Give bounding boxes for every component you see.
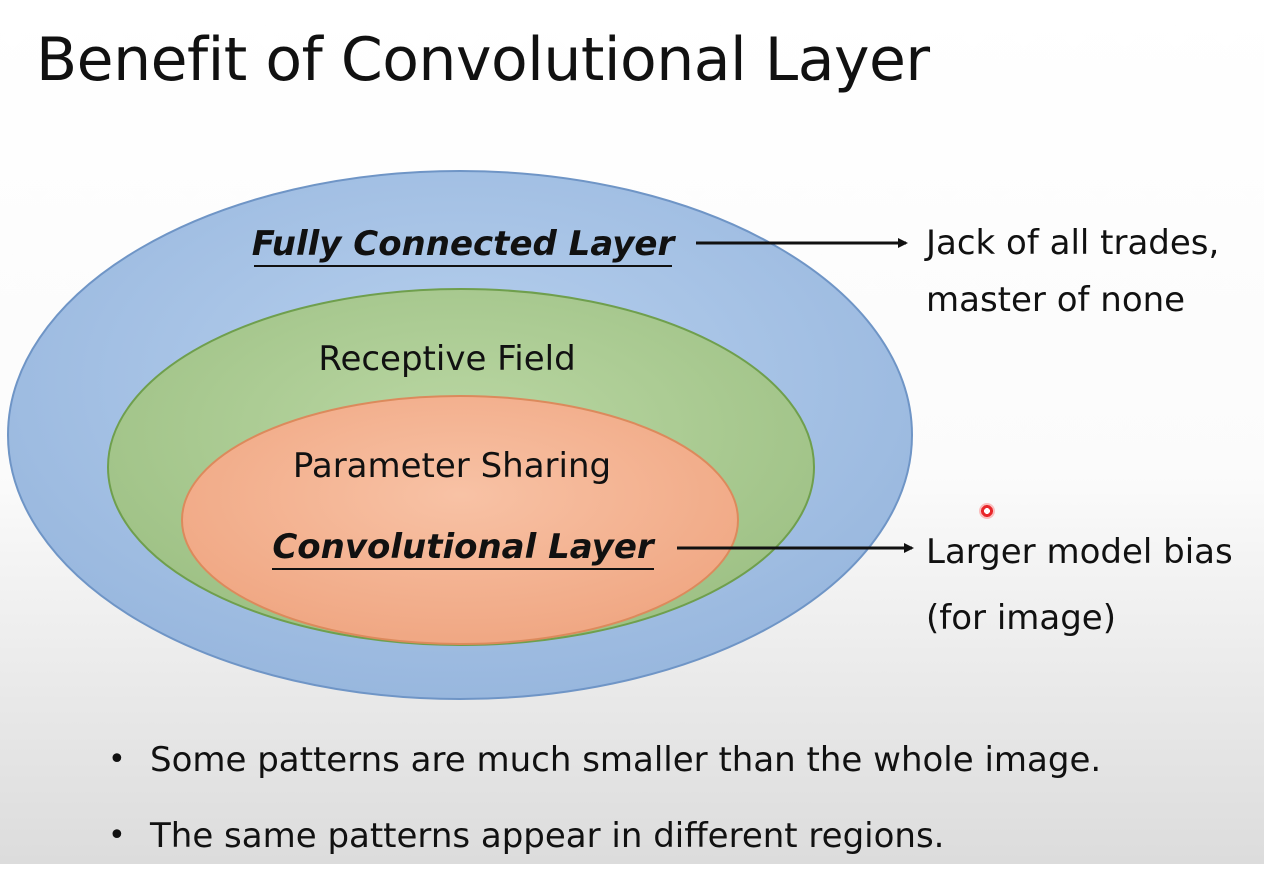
convolutional-layer-label: Convolutional Layer — [272, 527, 656, 567]
fully-connected-layer-label: Fully Connected Layer — [252, 224, 677, 264]
fully-connected-note-line-1: Jack of all trades, — [926, 223, 1220, 263]
receptive-field-label: Receptive Field — [318, 339, 575, 379]
slide-title: Benefit of Convolutional Layer — [36, 25, 930, 95]
bullet-item: • Some patterns are much smaller than th… — [108, 722, 1101, 798]
convolutional-layer-ellipse — [181, 395, 739, 645]
bullet-text: Some patterns are much smaller than the … — [150, 740, 1102, 780]
fully-connected-note-line-2: master of none — [926, 280, 1186, 320]
convolutional-note-line-2: (for image) — [926, 598, 1116, 638]
bullet-item: • The same patterns appear in different … — [108, 798, 1101, 874]
convolutional-note-line-1: Larger model bias — [926, 532, 1233, 572]
parameter-sharing-label: Parameter Sharing — [293, 446, 611, 486]
nested-ellipse-diagram: Fully Connected Layer Receptive Field Pa… — [7, 170, 914, 700]
bullet-text: The same patterns appear in different re… — [150, 816, 945, 856]
fully-connected-note: Jack of all trades, master of none — [926, 215, 1219, 329]
bullet-dot-icon: • — [108, 818, 126, 853]
pointer-dot-icon — [979, 503, 995, 519]
bullet-list: • Some patterns are much smaller than th… — [108, 722, 1101, 874]
convolutional-note: Larger model bias (for image) — [926, 519, 1233, 651]
bullet-dot-icon: • — [108, 742, 126, 777]
